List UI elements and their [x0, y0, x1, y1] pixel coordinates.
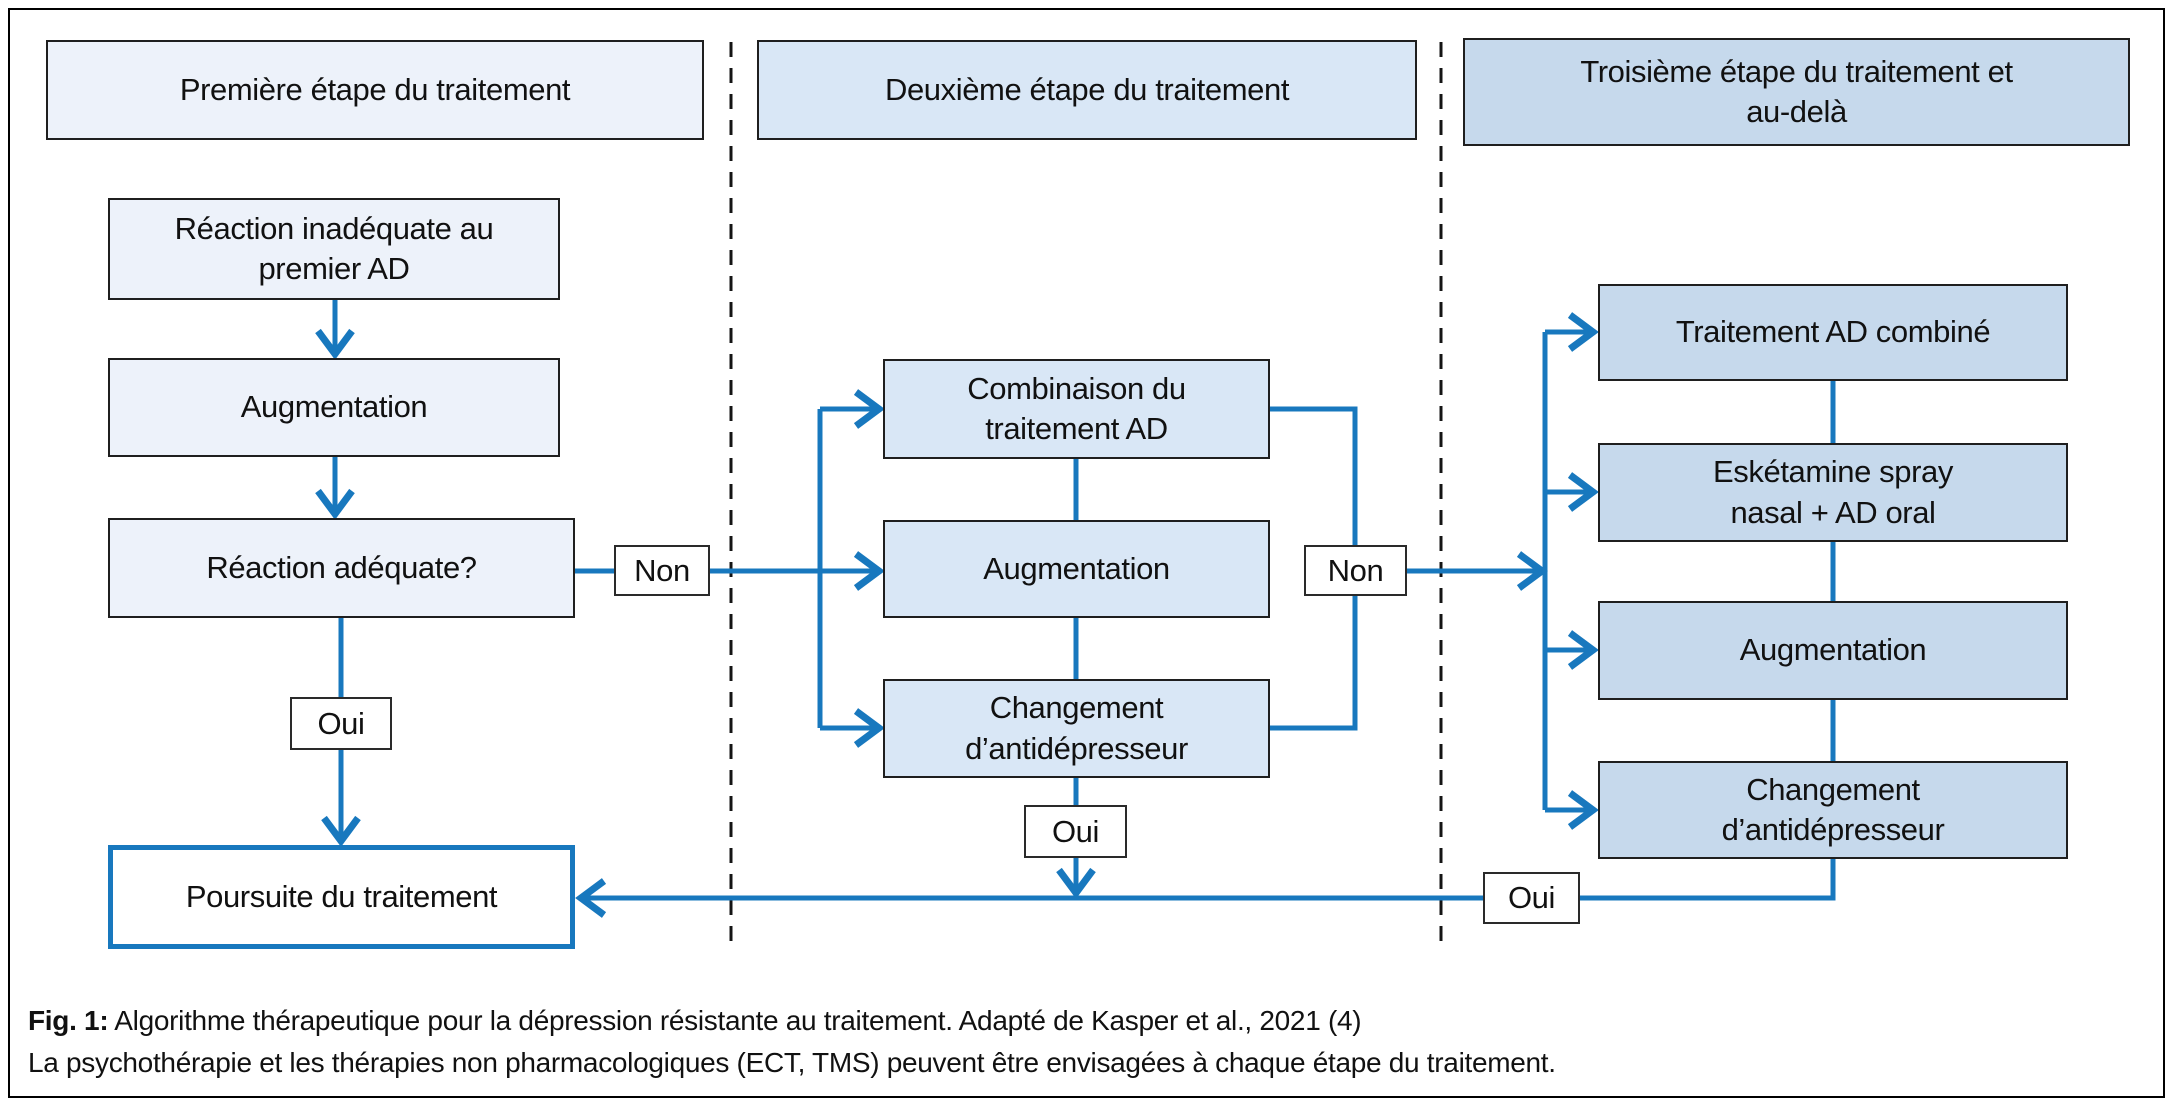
header-text: Première étape du traitement — [179, 71, 571, 107]
node-text-line: Traitement AD combiné — [1675, 314, 1991, 350]
label-text: Non — [634, 552, 690, 588]
arrowhead-left-continue — [575, 878, 607, 918]
node-text-line: nasal + AD oral — [1730, 494, 1936, 530]
arrowhead-down-1 — [315, 328, 355, 360]
label-non-2: Non — [1304, 545, 1407, 596]
node-text-line: traitement AD — [985, 411, 1168, 446]
node-text-line: Poursuite du traitement — [185, 878, 498, 914]
arrowhead-right-combined — [1567, 312, 1599, 352]
header-text: Troisième étape du traitement et — [1580, 53, 2013, 89]
node-text-line: d’antidépresseur — [1721, 812, 1945, 847]
label-text: Non — [1327, 552, 1384, 588]
node-text-line: d’antidépresseur — [965, 730, 1188, 766]
label-text: Oui — [1507, 880, 1556, 915]
return-line-col3-to-continue — [586, 859, 1836, 901]
arrowhead-right-augmentation3 — [1567, 630, 1599, 670]
caption-line1: Algorithme thérapeutique pour la dépress… — [108, 1005, 1362, 1036]
node-text-line: Augmentation — [240, 389, 428, 425]
figure-outer-border — [8, 8, 2165, 1098]
label-non-1: Non — [614, 545, 710, 596]
arrowhead-right-augmentation2 — [853, 551, 885, 591]
label-oui-1: Oui — [290, 697, 392, 750]
header-step2: Deuxième étape du traitement — [757, 40, 1417, 140]
node-text-line: Eskétamine spray — [1713, 454, 1953, 490]
arrowhead-right-switch3 — [1567, 790, 1599, 830]
label-oui-2: Oui — [1024, 805, 1127, 858]
arrowhead-down-2 — [315, 488, 355, 520]
node-combined-ad-treatment: Traitement AD combiné — [1598, 284, 2068, 381]
node-esketamine: Eskétamine spray nasal + AD oral — [1598, 443, 2068, 542]
node-text-line: Changement — [989, 690, 1164, 726]
node-text-line: Réaction adéquate? — [206, 549, 477, 585]
node-augmentation-2: Augmentation — [883, 520, 1270, 618]
arrowhead-right-esketamine — [1567, 472, 1599, 512]
arrowhead-down-3 — [321, 815, 361, 847]
node-text-line: premier AD — [258, 251, 410, 286]
label-text: Oui — [1051, 813, 1100, 849]
header-text: au-delà — [1746, 94, 1847, 129]
arrowhead-right-branch3 — [1516, 551, 1548, 591]
header-step1: Première étape du traitement — [46, 40, 704, 140]
node-switch-antidepressant-2: Changement d’antidépresseur — [883, 679, 1270, 778]
arrowhead-down-oui2 — [1056, 867, 1096, 899]
caption-figure-label: Fig. 1: — [28, 1005, 109, 1036]
node-text-line: Combinaison du — [967, 370, 1186, 406]
header-step3: Troisième étape du traitement et au-delà — [1463, 38, 2130, 146]
node-adequate-response: Réaction adéquate? — [108, 518, 575, 618]
figure-caption: Fig. 1: Algorithme thérapeutique pour la… — [28, 1000, 1556, 1084]
label-oui-3: Oui — [1483, 872, 1580, 924]
node-text-line: Augmentation — [1739, 632, 1927, 668]
arrowhead-right-combination — [853, 389, 885, 429]
node-text-line: Réaction inadéquate au — [174, 210, 494, 246]
arrowhead-right-switch2 — [853, 708, 885, 748]
node-ad-combination: Combinaison du traitement AD — [883, 359, 1270, 459]
label-text: Oui — [317, 705, 365, 741]
node-switch-antidepressant-3: Changement d’antidépresseur — [1598, 761, 2068, 859]
node-augmentation-1: Augmentation — [108, 358, 560, 457]
node-text-line: Augmentation — [983, 550, 1170, 586]
caption-line2: La psychothérapie et les thérapies non p… — [28, 1047, 1556, 1078]
node-continue-treatment: Poursuite du traitement — [108, 845, 575, 949]
node-augmentation-3: Augmentation — [1598, 601, 2068, 700]
header-text: Deuxième étape du traitement — [884, 71, 1290, 107]
node-inadequate-response: Réaction inadéquate au premier AD — [108, 198, 560, 300]
node-text-line: Changement — [1746, 771, 1920, 807]
